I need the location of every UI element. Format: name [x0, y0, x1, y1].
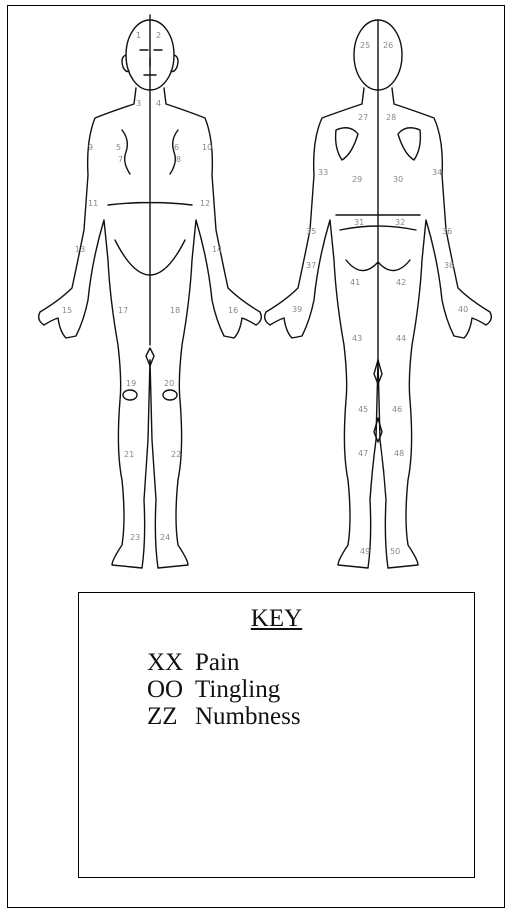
key-code: OO [147, 676, 195, 703]
region-label: 30 [393, 175, 403, 184]
region-label: 50 [390, 547, 400, 556]
region-label: 13 [75, 245, 85, 254]
region-label: 18 [170, 306, 180, 315]
region-label: 4 [156, 99, 161, 108]
region-label: 8 [176, 155, 181, 164]
key-item-pain: XX Pain [147, 649, 301, 676]
region-label: 11 [88, 199, 98, 208]
region-label: 7 [118, 155, 123, 164]
key-label: Pain [195, 649, 239, 676]
region-label: 14 [212, 245, 222, 254]
key-label: Tingling [195, 676, 280, 703]
region-label: 44 [396, 334, 406, 343]
key-list: XX Pain OO Tingling ZZ Numbness [147, 649, 301, 730]
region-label: 39 [292, 305, 302, 314]
region-label: 19 [126, 379, 136, 388]
region-label: 3 [136, 99, 141, 108]
region-label: 23 [130, 533, 140, 542]
region-label: 43 [352, 334, 362, 343]
key-legend: KEY XX Pain OO Tingling ZZ Numbness [78, 592, 475, 878]
region-label: 24 [160, 533, 170, 542]
region-label: 33 [318, 168, 328, 177]
key-label: Numbness [195, 703, 301, 730]
region-label: 5 [116, 143, 121, 152]
key-item-numbness: ZZ Numbness [147, 703, 301, 730]
region-label: 10 [202, 143, 212, 152]
region-label: 48 [394, 449, 404, 458]
region-label: 34 [432, 168, 442, 177]
region-label: 25 [360, 41, 370, 50]
region-label: 36 [442, 227, 452, 236]
region-label: 29 [352, 175, 362, 184]
region-label: 32 [395, 218, 405, 227]
region-label: 22 [171, 450, 181, 459]
region-label: 6 [174, 143, 179, 152]
key-item-tingling: OO Tingling [147, 676, 301, 703]
body-diagram: 1 2 3 4 5 6 7 8 9 10 11 12 13 14 15 16 1… [0, 0, 515, 600]
region-label: 9 [88, 143, 93, 152]
key-code: XX [147, 649, 195, 676]
region-label: 49 [360, 547, 370, 556]
region-label: 16 [228, 306, 238, 315]
region-label: 26 [383, 41, 393, 50]
front-body [39, 15, 262, 568]
back-body [265, 20, 492, 568]
region-label: 31 [354, 218, 364, 227]
region-label: 15 [62, 306, 72, 315]
region-label: 35 [306, 227, 316, 236]
region-label: 2 [156, 31, 161, 40]
region-label: 46 [392, 405, 402, 414]
region-label: 42 [396, 278, 406, 287]
region-label: 1 [136, 31, 141, 40]
region-label: 28 [386, 113, 396, 122]
key-title: KEY [79, 605, 474, 633]
region-label: 17 [118, 306, 128, 315]
region-label: 47 [358, 449, 368, 458]
region-label: 38 [444, 261, 454, 270]
region-label: 12 [200, 199, 210, 208]
region-label: 41 [350, 278, 360, 287]
region-label: 20 [164, 379, 174, 388]
region-label: 27 [358, 113, 368, 122]
region-label: 37 [306, 261, 316, 270]
region-label: 21 [124, 450, 134, 459]
key-code: ZZ [147, 703, 195, 730]
region-label: 45 [358, 405, 368, 414]
region-label: 40 [458, 305, 468, 314]
